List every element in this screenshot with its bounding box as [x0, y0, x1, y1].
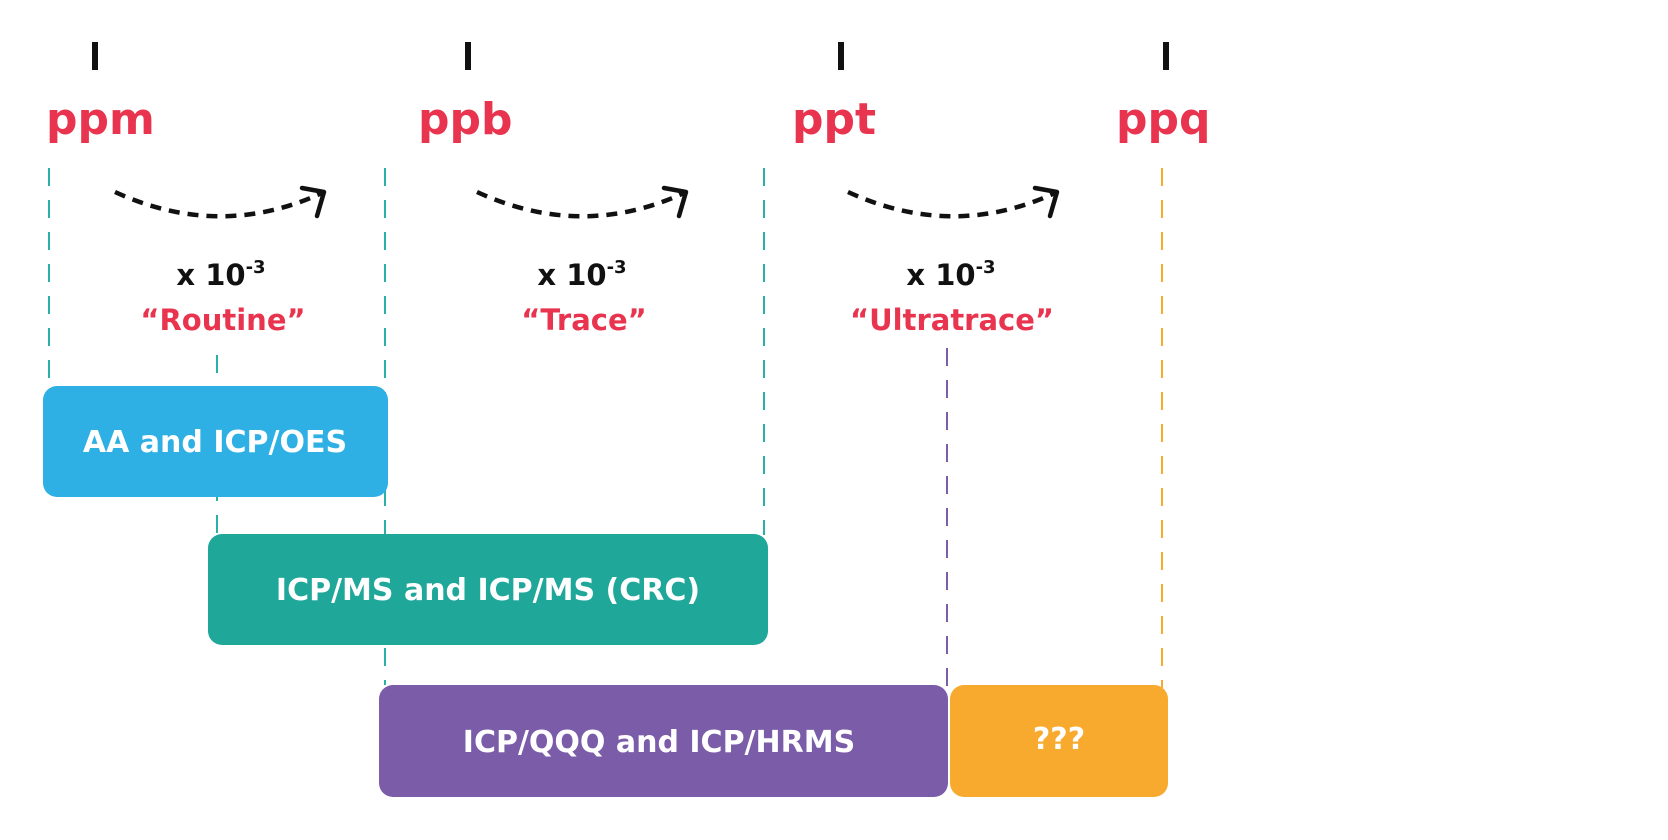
factor-label-routine: x 10-3 [176, 257, 265, 292]
technique-box-unknown: ??? [950, 685, 1168, 797]
technique-box-icp-qqq-bg [379, 685, 948, 797]
transition-arrows [114, 185, 1060, 219]
technique-box-aa-icp-oes: AA and ICP/OES [43, 386, 388, 497]
range-names: “Routine” “Trace” “Ultratrace” [140, 303, 1054, 337]
range-name-ultratrace: “Ultratrace” [850, 303, 1054, 337]
technique-boxes: AA and ICP/OES ICP/MS and ICP/MS (CRC) I… [43, 386, 1168, 797]
unit-label-ppm: ppm [46, 94, 155, 145]
factor-labels: x 10-3 x 10-3 x 10-3 [176, 257, 995, 292]
technique-label-icp-ms: ICP/MS and ICP/MS (CRC) [276, 573, 700, 608]
range-name-trace: “Trace” [521, 303, 646, 337]
technique-label-icp-qqq: ICP/QQQ and ICP/HRMS [463, 725, 855, 760]
curved-arrow-icon [114, 185, 327, 219]
technique-box-icp-ms: ICP/MS and ICP/MS (CRC) [208, 534, 768, 645]
unit-labels: ppm ppb ppt ppq [46, 94, 1211, 145]
curved-arrow-icon [847, 185, 1060, 219]
unit-ticks [92, 42, 1169, 70]
technique-box-aa-icp-oes-bg [43, 386, 388, 497]
technique-box-unknown-bg [950, 685, 1168, 797]
factor-label-ultratrace: x 10-3 [906, 257, 995, 292]
technique-box-icp-qqq: ICP/QQQ and ICP/HRMS [379, 685, 948, 797]
technique-label-unknown: ??? [1033, 722, 1085, 757]
range-name-routine: “Routine” [140, 303, 305, 337]
technique-box-icp-ms-bg [208, 534, 768, 645]
unit-label-ppt: ppt [792, 94, 876, 145]
unit-label-ppq: ppq [1116, 94, 1211, 145]
unit-label-ppb: ppb [418, 94, 513, 145]
technique-label-aa-icp-oes: AA and ICP/OES [83, 425, 347, 460]
curved-arrow-icon [476, 185, 689, 219]
factor-label-trace: x 10-3 [537, 257, 626, 292]
